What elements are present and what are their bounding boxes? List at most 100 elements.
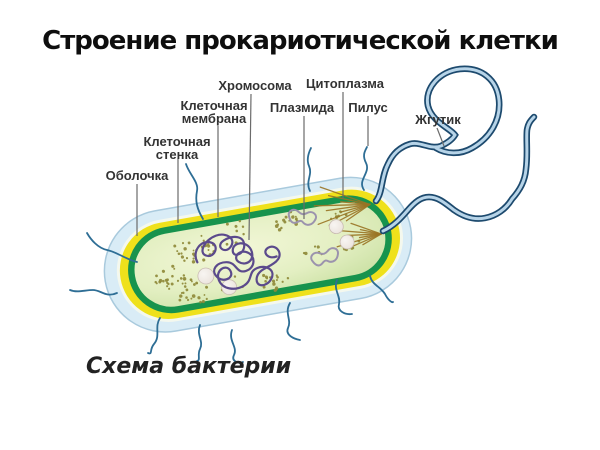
- pili-root-ray: [335, 229, 382, 235]
- ribosome-dot: [275, 220, 278, 224]
- ribosome-dot: [291, 215, 295, 219]
- diagram-caption: Схема бактерии: [86, 354, 292, 379]
- ribosome-dot: [241, 225, 245, 228]
- ribosome-dot: [286, 277, 290, 280]
- ribosome-dot: [294, 215, 297, 218]
- ribosome-dot: [275, 279, 278, 282]
- ribosome-dot: [178, 298, 182, 302]
- ribosome-dot: [158, 280, 162, 284]
- pilus-path: [185, 163, 204, 220]
- granule: [197, 267, 215, 285]
- ribosome-dot: [272, 282, 276, 286]
- ribosome-dot: [334, 212, 337, 215]
- pili-root-ray: [317, 203, 371, 225]
- pilus-path: [86, 232, 138, 263]
- ribosome-dot: [171, 264, 175, 268]
- ribosome-dot: [173, 244, 177, 248]
- ribosome-dot: [181, 282, 184, 285]
- ribosome-dot: [275, 274, 278, 277]
- label-flagellum: Жгутик: [415, 112, 461, 127]
- ribosome-dot: [276, 223, 280, 226]
- slide-title: Строение прокариотической клетки: [42, 26, 559, 56]
- ribosome-dot: [196, 282, 198, 285]
- ribosome-dot: [197, 296, 201, 300]
- pointer-line-chromosome: [248, 93, 252, 241]
- flagellum-large-loop: [372, 65, 503, 205]
- ribosome-dot: [166, 281, 169, 285]
- plasmid-shape: [310, 247, 339, 267]
- label-plasmid: Плазмида: [269, 100, 335, 115]
- ribosome-dot: [207, 248, 210, 251]
- ribosome-dot: [280, 226, 283, 230]
- ribosome-dot: [180, 255, 185, 259]
- ribosome-dot: [202, 258, 206, 262]
- ribosome-dot: [200, 234, 203, 237]
- ribosome-dot: [238, 219, 241, 223]
- ribosome-dot: [166, 285, 169, 288]
- plasmid-shape: [287, 208, 317, 226]
- ribosome-dot: [185, 296, 188, 299]
- pilus-path: [147, 317, 161, 355]
- ribosome-dot: [205, 285, 209, 289]
- chromosome-squiggle: [194, 233, 281, 290]
- ribosome-dot: [181, 241, 185, 245]
- ribosome-dot: [192, 283, 196, 286]
- ribosome-dot: [171, 274, 174, 278]
- ribosome-dot: [284, 215, 288, 219]
- ribosome-dot: [182, 276, 187, 281]
- ribosome-dot: [177, 252, 181, 256]
- ribosome-dot: [191, 294, 196, 298]
- ribosome-dot: [302, 251, 306, 255]
- ribosome-dot: [304, 251, 308, 256]
- granule: [328, 219, 344, 235]
- pilus-path: [196, 324, 203, 362]
- ribosome-dot: [186, 298, 190, 302]
- ribosome-dot: [180, 291, 183, 294]
- pilus-path: [69, 289, 118, 296]
- ribosome-dot: [166, 278, 169, 282]
- ribosome-dot: [271, 279, 276, 283]
- label-chromosome: Хромосома: [218, 78, 292, 93]
- pilus-path: [335, 279, 353, 316]
- ribosome-dot: [161, 269, 166, 273]
- pointer-line-flagellum: [436, 127, 445, 147]
- ribosome-dot: [313, 245, 317, 248]
- ribosome-dots: [154, 210, 361, 304]
- cell-body: [103, 176, 413, 333]
- ribosome-dot: [294, 218, 298, 221]
- ribosome-dot: [155, 282, 158, 285]
- label-pilus: Пилус: [348, 100, 388, 115]
- ribosome-dot: [185, 257, 189, 260]
- label-cell-membrane: Клеточная мембрана: [180, 98, 248, 126]
- ribosome-dot: [184, 282, 187, 285]
- ribosome-dot: [264, 280, 267, 283]
- pilus-path: [361, 146, 368, 191]
- ribosome-dot: [192, 257, 195, 260]
- ribosome-dot: [206, 243, 210, 246]
- ribosome-dot: [162, 279, 165, 283]
- ribosome-dot: [234, 224, 238, 228]
- ribosome-dot: [183, 259, 186, 262]
- pili-root-ray: [350, 222, 382, 235]
- ribosome-dot: [183, 285, 187, 288]
- ribosome-dot: [282, 218, 286, 222]
- ribosome-dot: [225, 222, 229, 226]
- ribosome-dot: [281, 280, 284, 283]
- ribosome-dot: [192, 249, 195, 252]
- label-pointer-lines: [136, 92, 445, 241]
- pili-root-ray: [319, 186, 371, 206]
- pili-root-ray: [349, 233, 382, 248]
- ribosome-dot: [170, 282, 174, 286]
- ribosome-dot: [205, 297, 208, 301]
- ribosome-dot: [179, 277, 183, 280]
- ribosome-dot: [185, 288, 189, 292]
- pilus-path: [369, 275, 394, 304]
- pili-root-ray: [313, 203, 371, 207]
- ribosome-dot: [189, 278, 193, 282]
- granule: [339, 234, 355, 250]
- ribosome-dot: [225, 242, 229, 246]
- label-cell-wall: Клеточная стенка: [143, 134, 211, 162]
- label-cytoplasm: Цитоплазма: [306, 76, 384, 91]
- ribosome-dot: [179, 294, 183, 298]
